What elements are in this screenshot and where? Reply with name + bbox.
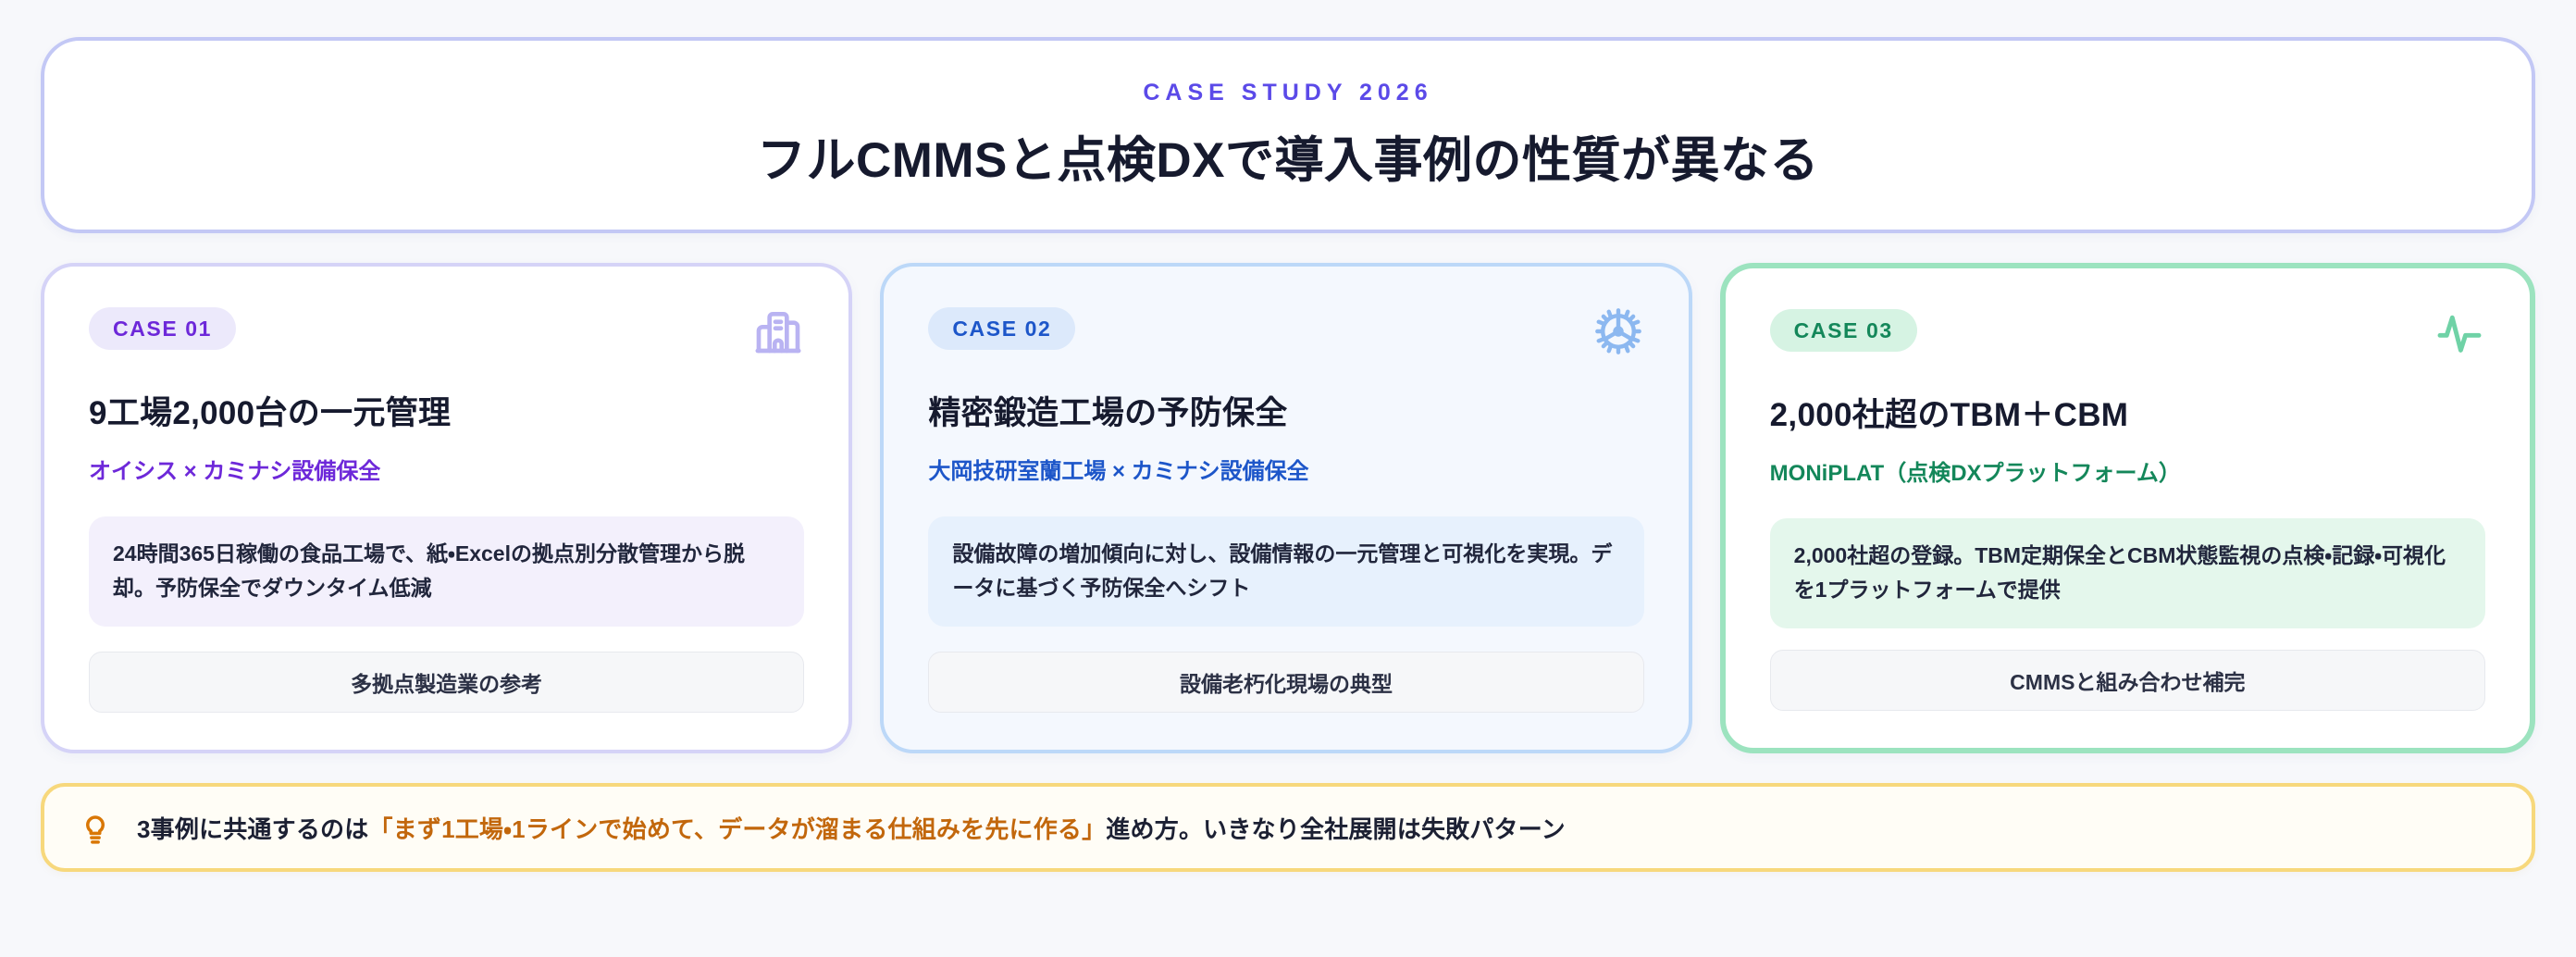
case-card-row: CASE 01 9工場2,000台の一元管理 オイシス × カミナシ設備保全 2… — [41, 263, 2535, 753]
gear-icon — [1592, 305, 1644, 357]
activity-pulse-icon — [2434, 307, 2485, 359]
case-badge: CASE 03 — [1769, 309, 1917, 352]
insight-tail: 進め方。いきなり全社展開は失敗パターン — [1106, 814, 1566, 843]
lightbulb-icon — [78, 810, 113, 845]
header-eyebrow: CASE STUDY 2026 — [1143, 79, 1433, 106]
case-title: 9工場2,000台の一元管理 — [89, 395, 452, 431]
case-card-01[interactable]: CASE 01 9工場2,000台の一元管理 オイシス × カミナシ設備保全 2… — [41, 263, 853, 753]
case-subtitle: オイシス × カミナシ設備保全 — [89, 459, 381, 484]
case-badge: CASE 02 — [928, 307, 1076, 350]
page-title: フルCMMSと点検DXで導入事例の性質が異なる — [756, 132, 1820, 188]
factory-building-icon — [752, 305, 804, 357]
case-title: 精密鍛造工場の予防保全 — [928, 395, 1288, 431]
insight-banner: 3事例に共通するのは「まず1工場・1ラインで始めて、データが溜まる仕組みを先に作… — [41, 783, 2535, 872]
case-description: 24時間365日稼働の食品工場で、紙・Excelの拠点別分散管理から脱却。予防保… — [89, 516, 805, 627]
case-footer-note[interactable]: 多拠点製造業の参考 — [89, 652, 805, 713]
case-subtitle: MONiPLAT（点検DXプラットフォーム） — [1769, 461, 2181, 486]
case-card-02[interactable]: CASE 02 精密鍛造工場の予防保全 大岡技研室蘭工場 × カミナシ設備保全 … — [880, 263, 1692, 753]
case-title: 2,000社超のTBM＋CBM — [1769, 397, 2129, 433]
case-badge: CASE 01 — [89, 307, 237, 350]
card-header-row: CASE 02 — [928, 307, 1643, 357]
case-card-03[interactable]: CASE 03 2,000社超のTBM＋CBM MONiPLAT（点検DXプラッ… — [1719, 263, 2535, 753]
case-description: 2,000社超の登録。TBM定期保全とCBM状態監視の点検・記録・可視化を1プラ… — [1769, 518, 2485, 628]
case-footer-note[interactable]: CMMSと組み合わせ補完 — [1769, 650, 2485, 711]
insight-lead: 3事例に共通するのは — [137, 814, 369, 843]
case-description: 設備故障の増加傾向に対し、設備情報の一元管理と可視化を実現。データに基づく予防保… — [928, 516, 1644, 627]
header-card: CASE STUDY 2026 フルCMMSと点検DXで導入事例の性質が異なる — [41, 37, 2535, 233]
insight-text: 3事例に共通するのは「まず1工場・1ラインで始めて、データが溜まる仕組みを先に作… — [137, 811, 1566, 845]
insight-highlight: 「まず1工場・1ラインで始めて、データが溜まる仕組みを先に作る」 — [368, 814, 1107, 843]
card-header-row: CASE 01 — [89, 307, 804, 357]
case-footer-note[interactable]: 設備老朽化現場の典型 — [928, 652, 1644, 713]
card-header-row: CASE 03 — [1769, 307, 2485, 359]
case-subtitle: 大岡技研室蘭工場 × カミナシ設備保全 — [928, 459, 1309, 484]
